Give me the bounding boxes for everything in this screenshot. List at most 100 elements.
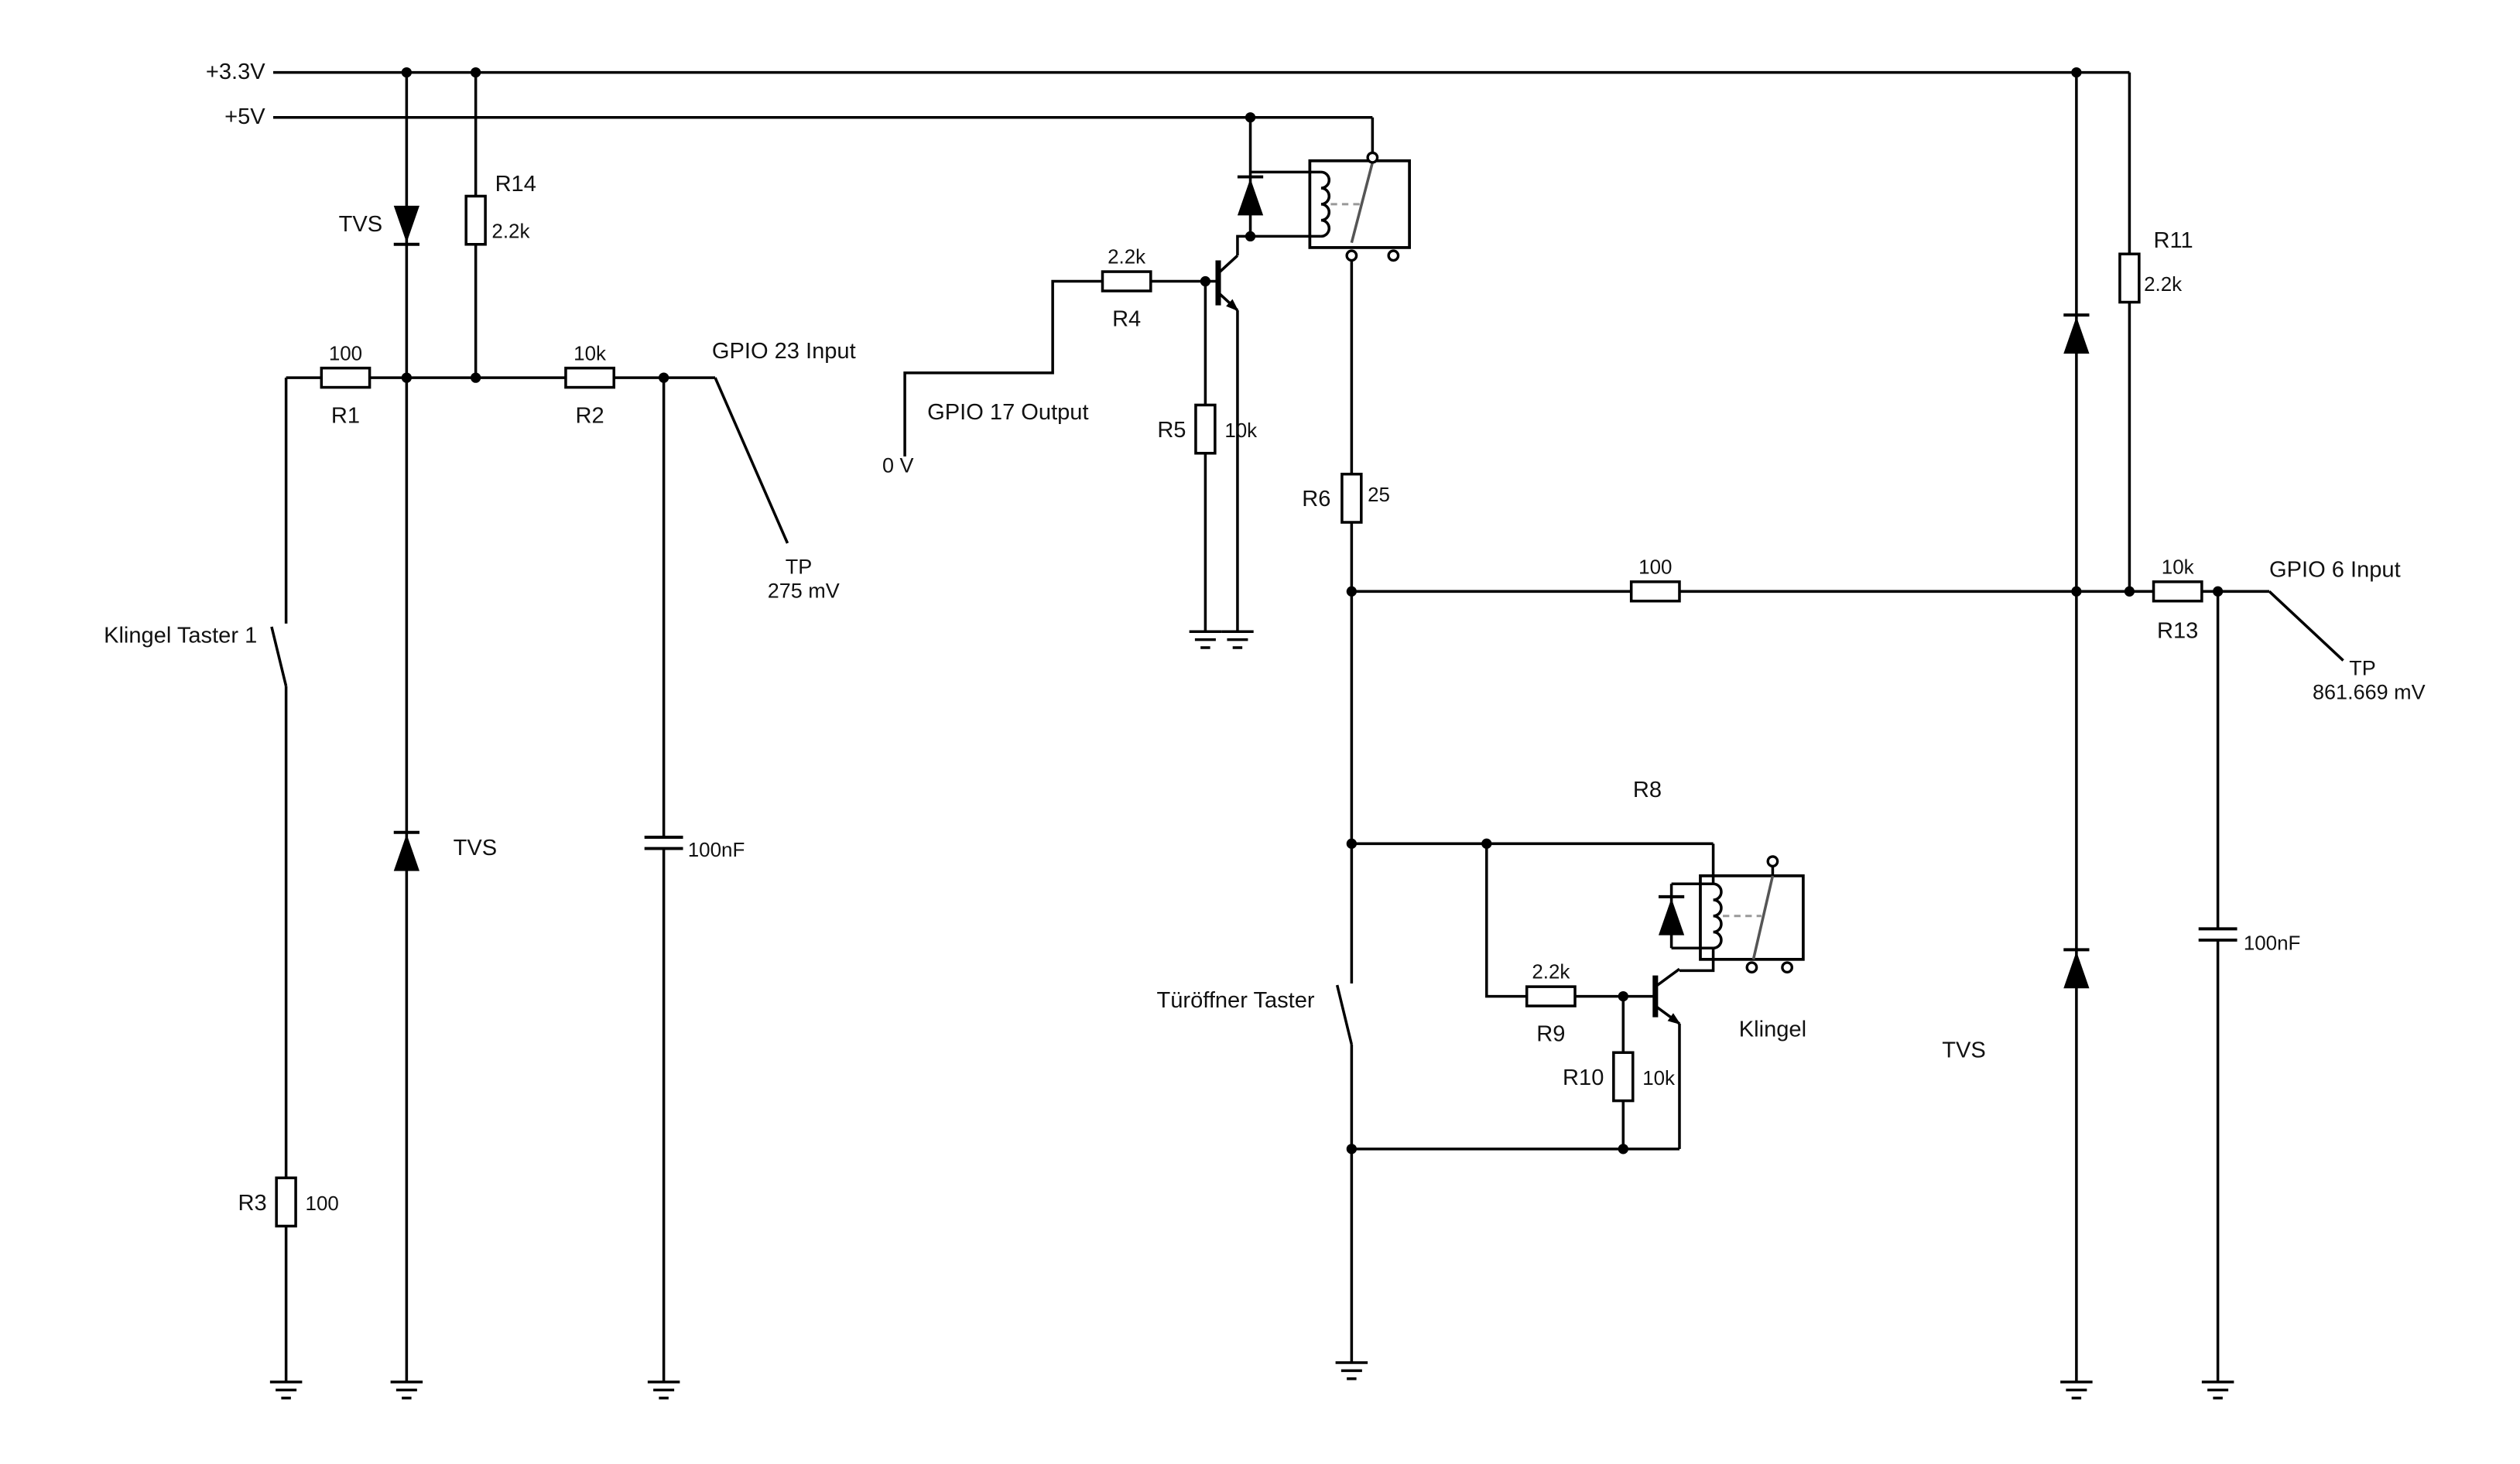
rail-3v3-label: +3.3V xyxy=(206,60,265,84)
resistor-body xyxy=(320,366,371,389)
diode-symbol xyxy=(392,204,421,246)
r3-value: 100 xyxy=(306,1193,339,1215)
resistor-r2: 10k R2 xyxy=(564,343,615,428)
r3-name: R3 xyxy=(238,1191,267,1216)
relay-pin xyxy=(1345,249,1358,262)
resistor-r9: 2.2k R9 xyxy=(1525,962,1577,1047)
r2-name: R2 xyxy=(576,403,604,428)
switch-tueroeffner-taster: Türöffner Taster xyxy=(1157,984,1354,1045)
ground-symbol xyxy=(2059,1380,2094,1400)
switch-klingel-taster1: Klingel Taster 1 xyxy=(104,624,288,687)
junction-dot xyxy=(1200,275,1211,287)
capacitor-c2: 100nF xyxy=(2196,927,2301,954)
power-rails: +3.3V +5V xyxy=(206,60,265,129)
gpio23-label: GPIO 23 Input xyxy=(712,339,856,364)
relay-pin xyxy=(1366,151,1379,164)
klingel-label: Klingel xyxy=(1739,1018,1806,1042)
relay-pin xyxy=(1387,249,1400,262)
relay-pin xyxy=(1781,961,1793,974)
gpio23-tp-value: 275 mV xyxy=(768,580,840,603)
relay-body xyxy=(1308,159,1411,249)
resistor-body xyxy=(564,366,615,389)
junction-dot xyxy=(471,67,481,78)
npn-collector xyxy=(1217,255,1239,275)
junction-dot xyxy=(1346,1144,1358,1154)
r9-name: R9 xyxy=(1536,1022,1565,1047)
r14-name: R14 xyxy=(495,172,536,197)
ground-symbol xyxy=(2200,1380,2236,1400)
resistor-r14: R14 2.2k xyxy=(464,172,536,246)
junction-dot xyxy=(1481,838,1492,849)
npn-emitter xyxy=(1654,1004,1681,1025)
npn-collector xyxy=(1654,967,1681,988)
resistor-mid-100: 100 xyxy=(1629,556,1681,603)
ground-symbols xyxy=(269,630,2236,1400)
gpio23-node: GPIO 23 Input TP 275 mV xyxy=(712,339,856,602)
resistor-r13: 10k R13 xyxy=(2152,556,2203,644)
relay-1 xyxy=(1308,151,1411,262)
r10-name: R10 xyxy=(1563,1066,1604,1090)
r4-value: 2.2k xyxy=(1108,247,1145,269)
junction-dot xyxy=(1618,1144,1628,1154)
tvs-diode-right: TVS xyxy=(1942,948,2091,1062)
flyback-diode-relay2 xyxy=(1657,894,1686,937)
capacitor-symbol xyxy=(2196,927,2239,942)
junction-dot xyxy=(1245,231,1256,242)
junction-dot xyxy=(658,372,669,383)
relay-coil xyxy=(1320,170,1330,238)
relay-contact-lever xyxy=(1350,162,1375,244)
junction-dot xyxy=(1346,838,1358,849)
tvs-diode-left-mid: TVS xyxy=(392,830,498,873)
rail-5v-label: +5V xyxy=(224,104,265,129)
ground-symbol xyxy=(1187,630,1223,649)
r5-value: 10k xyxy=(1224,420,1257,442)
r1-name: R1 xyxy=(331,403,360,428)
r13-name: R13 xyxy=(2157,619,2198,644)
junction-dot xyxy=(401,372,413,383)
flyback-diode-relay1 xyxy=(1235,175,1265,217)
r5-name: R5 xyxy=(1157,418,1186,443)
resistor-body xyxy=(2152,580,2203,603)
resistor-body xyxy=(464,194,487,246)
ground-symbol xyxy=(1220,630,1255,649)
npn-emitter xyxy=(1217,291,1239,312)
r6-name: R6 xyxy=(1302,487,1330,511)
r6-value: 25 xyxy=(1368,484,1390,506)
transistor-q2 xyxy=(1652,967,1681,1025)
tvs-right-label: TVS xyxy=(1942,1038,1986,1062)
tvs-left-mid-label: TVS xyxy=(454,836,498,860)
c2-value: 100nF xyxy=(2244,932,2301,954)
ground-symbol xyxy=(389,1380,424,1400)
capacitor-c1: 100nF xyxy=(642,836,745,861)
switch-lever xyxy=(270,626,288,687)
ground-symbol xyxy=(269,1380,304,1400)
r9-value: 2.2k xyxy=(1532,962,1570,983)
relay-2-r8: R8 Klingel xyxy=(1633,778,1806,1042)
clamp-diode-right xyxy=(2062,313,2091,355)
ground-symbol xyxy=(1334,1361,1369,1380)
junction-dot xyxy=(2071,586,2082,597)
junction-dot xyxy=(2071,67,2082,78)
resistor-body xyxy=(1194,403,1217,455)
relay-body xyxy=(1699,874,1805,961)
gpio17-label: GPIO 17 Output xyxy=(927,400,1088,425)
gpio17-node: GPIO 17 Output 0 V xyxy=(882,400,1089,477)
r10-value: 10k xyxy=(1642,1068,1675,1089)
tvs-diode-left-top: TVS xyxy=(339,204,421,246)
r2-value: 10k xyxy=(574,343,606,364)
r11-name: R11 xyxy=(2154,228,2193,253)
gpio6-tp-value: 861.669 mV xyxy=(2313,680,2426,703)
diode-symbol xyxy=(392,830,421,873)
resistor-r11: R11 2.2k xyxy=(2118,228,2193,304)
resistor-r1: 100 R1 xyxy=(320,343,371,428)
resistor-body xyxy=(1612,1051,1635,1103)
r100mid-value: 100 xyxy=(1638,556,1672,578)
diode-symbol xyxy=(2062,313,2091,355)
r4-name: R4 xyxy=(1112,307,1141,332)
relay-pin xyxy=(1745,961,1758,974)
relay-contact-lever xyxy=(1751,875,1775,960)
tvs-left-top-label: TVS xyxy=(339,212,383,237)
junction-dots xyxy=(401,67,2224,1154)
r13-value: 10k xyxy=(2162,556,2194,578)
